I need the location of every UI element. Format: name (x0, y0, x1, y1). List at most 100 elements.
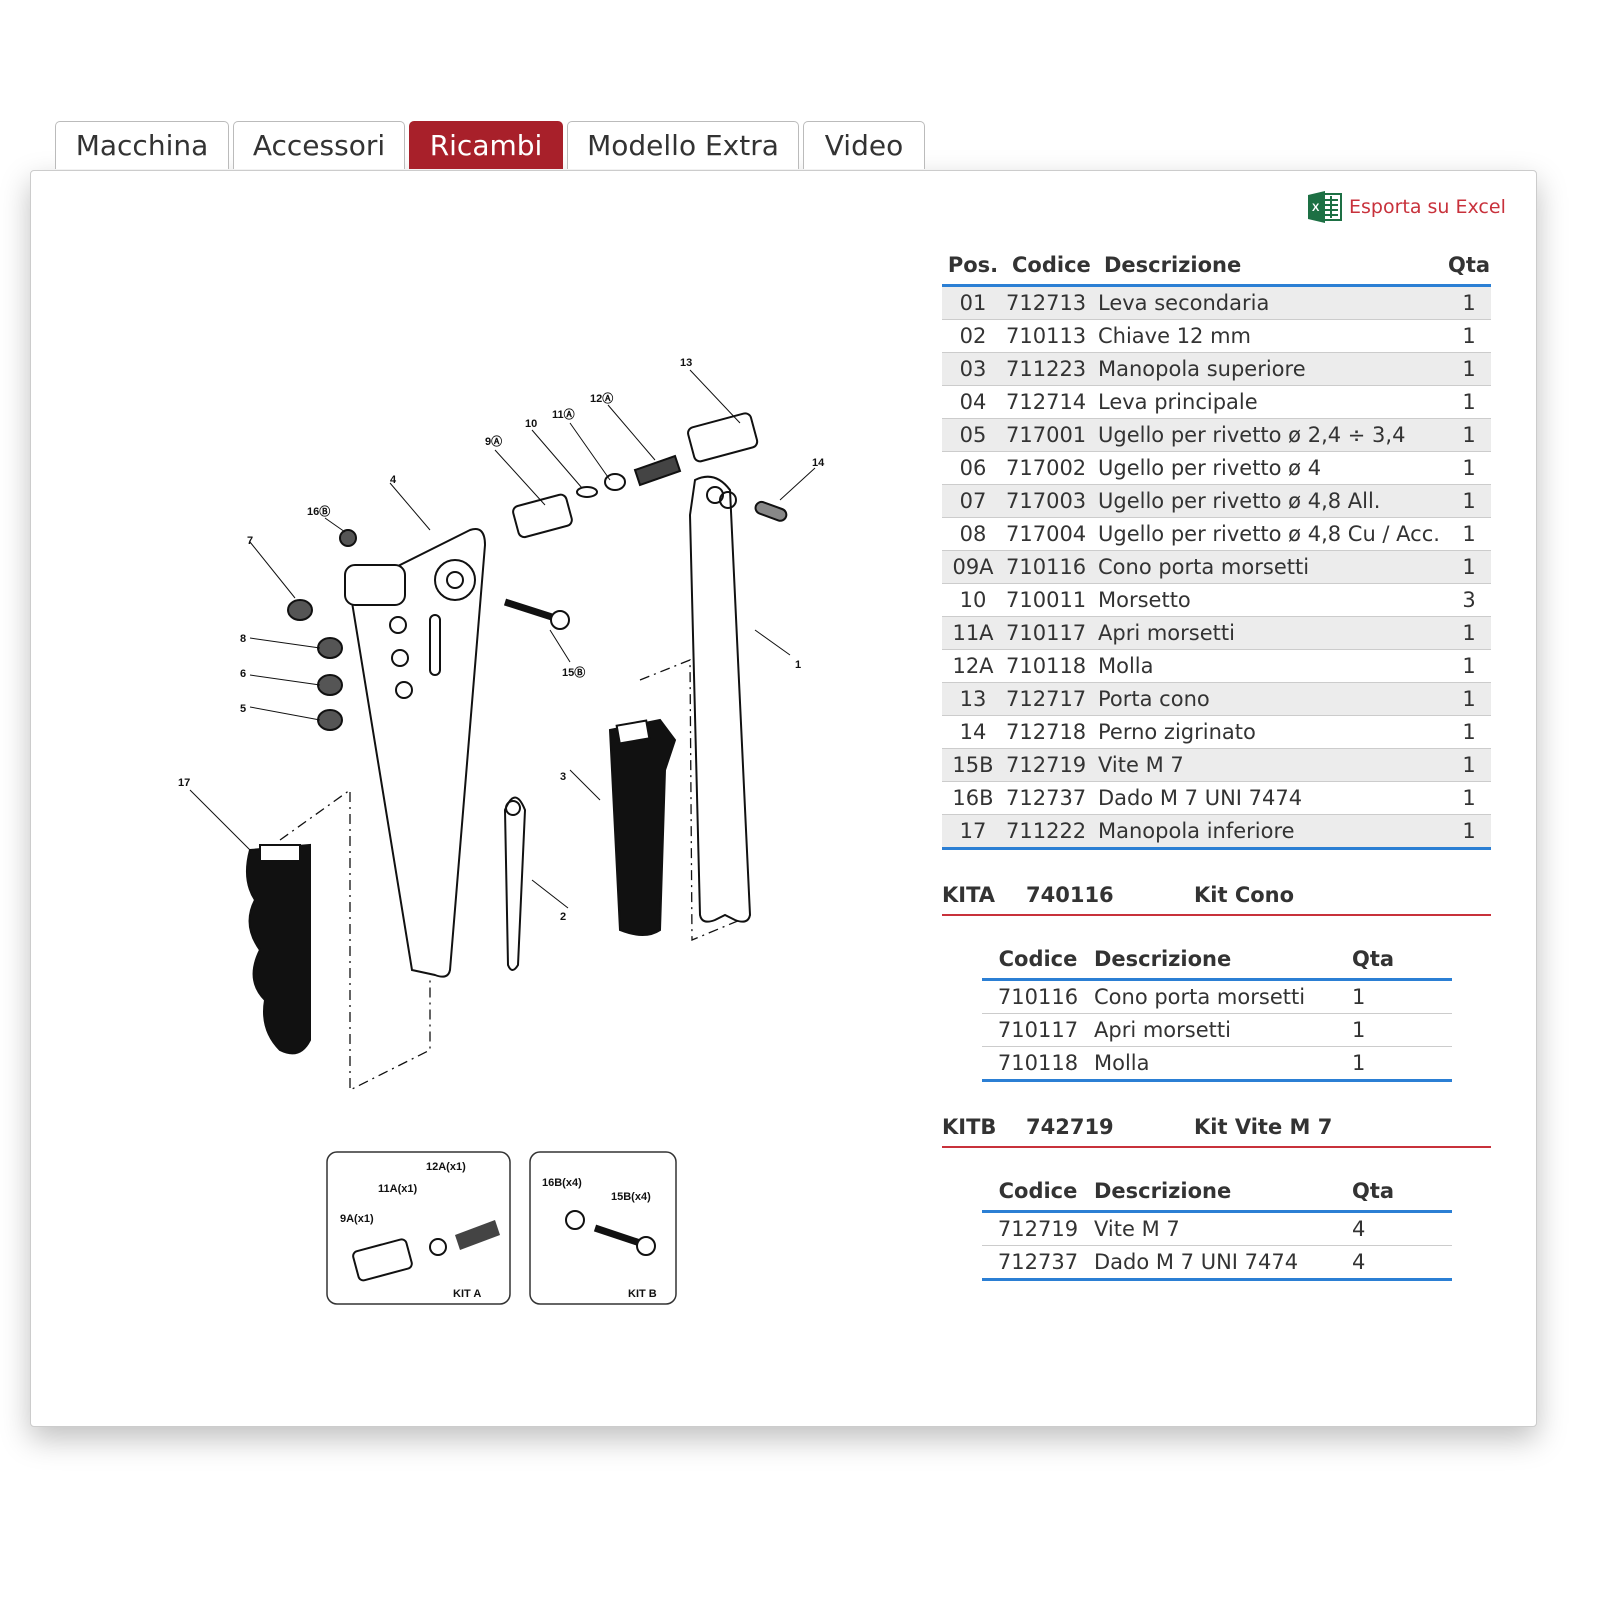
code-cell: 712718 (1006, 720, 1087, 744)
tab-video[interactable]: Video (803, 121, 925, 169)
kit-b-table-header: Codice Descrizione Qta (982, 1172, 1452, 1213)
callout-17: 17 (178, 777, 190, 789)
desc-cell: Manopola inferiore (1098, 819, 1295, 843)
code-cell: 712719 (1006, 753, 1087, 777)
callout-2: 2 (560, 911, 566, 923)
pos-cell: 01 (959, 291, 987, 315)
tab-modello-extra[interactable]: Modello Extra (567, 121, 799, 169)
kit-b-code: 742719 (1026, 1115, 1114, 1139)
pos-cell: 15B (952, 753, 994, 777)
kit-a-table-header: Codice Descrizione Qta (982, 940, 1452, 981)
code-cell: 712714 (1006, 390, 1087, 414)
diagram-callouts: 1 2 3 4 5 6 7 8 9Ⓐ 10 11Ⓐ 12Ⓐ 13 14 15Ⓑ … (178, 357, 825, 923)
desc-cell: Molla (1098, 654, 1154, 678)
callout-5: 5 (240, 703, 246, 715)
kit-b-label-16b: 16B(x4) (542, 1177, 582, 1189)
desc-cell: Molla (1094, 1051, 1150, 1075)
kit-a-label-11a: 11A(x1) (378, 1183, 417, 1195)
desc-cell: Vite M 7 (1098, 753, 1184, 777)
header-qty: Qta (1447, 253, 1491, 277)
code-cell: 717002 (1006, 456, 1087, 480)
code-cell: 712713 (1006, 291, 1087, 315)
qty-cell: 1 (1352, 1051, 1366, 1075)
qty-cell: 1 (1462, 753, 1476, 777)
code-cell: 710118 (997, 1051, 1079, 1075)
desc-cell: Ugello per rivetto ø 4,8 Cu / Acc. (1098, 522, 1440, 546)
desc-cell: Ugello per rivetto ø 2,4 ÷ 3,4 (1098, 423, 1406, 447)
qty-cell: 1 (1462, 291, 1476, 315)
code-cell: 711223 (1006, 357, 1087, 381)
desc-cell: Chiave 12 mm (1098, 324, 1252, 348)
callout-8: 8 (240, 633, 246, 645)
code-cell: 717004 (1006, 522, 1087, 546)
pos-cell: 10 (959, 588, 987, 612)
header-code: Codice (998, 947, 1078, 971)
desc-cell: Apri morsetti (1094, 1018, 1231, 1042)
tab-ricambi[interactable]: Ricambi (409, 121, 563, 169)
callout-3: 3 (560, 771, 566, 783)
qty-cell: 1 (1462, 522, 1476, 546)
header-desc: Descrizione (1094, 947, 1232, 971)
pos-cell: 03 (959, 357, 987, 381)
kit-b-id: KITB (942, 1115, 997, 1139)
code-cell: 717003 (1006, 489, 1087, 513)
tab-macchina[interactable]: Macchina (55, 121, 229, 169)
desc-cell: Manopola superiore (1098, 357, 1306, 381)
kit-a-header: KITA 740116 Kit Cono (942, 876, 1491, 916)
pos-cell: 12A (952, 654, 994, 678)
table-row: 01 712713 Leva secondaria 1 (942, 287, 1491, 320)
exploded-parts-diagram: 1 2 3 4 5 6 7 8 9Ⓐ 10 11Ⓐ 12Ⓐ 13 14 15Ⓑ … (178, 357, 825, 1305)
qty-cell: 1 (1462, 720, 1476, 744)
pos-cell: 13 (959, 687, 987, 711)
pos-cell: 04 (959, 390, 987, 414)
code-cell: 717001 (1006, 423, 1087, 447)
kit-a-box: 9A(x1) 11A(x1) 12A(x1) KIT A (326, 1151, 511, 1305)
qty-cell: 4 (1352, 1250, 1366, 1274)
desc-cell: Leva secondaria (1098, 291, 1270, 315)
kit-a-label-9a: 9A(x1) (340, 1213, 374, 1225)
pos-cell: 06 (959, 456, 987, 480)
desc-cell: Perno zigrinato (1098, 720, 1256, 744)
callout-4: 4 (390, 474, 397, 486)
pos-cell: 05 (959, 423, 987, 447)
desc-cell: Ugello per rivetto ø 4,8 All. (1098, 489, 1381, 513)
callout-14: 14 (812, 457, 825, 469)
kit-a-id: KITA (942, 883, 996, 907)
tab-accessori[interactable]: Accessori (233, 121, 405, 169)
export-excel-link[interactable]: X Esporta su Excel (1307, 190, 1506, 223)
pos-cell: 17 (959, 819, 987, 843)
qty-cell: 1 (1352, 1018, 1366, 1042)
qty-cell: 1 (1462, 687, 1476, 711)
qty-cell: 4 (1352, 1217, 1366, 1241)
pos-cell: 14 (959, 720, 987, 744)
desc-cell: Leva principale (1098, 390, 1258, 414)
callout-7: 7 (247, 535, 253, 547)
callout-15b: 15Ⓑ (562, 665, 585, 679)
kit-b-title: KIT B (628, 1288, 657, 1300)
callout-6: 6 (240, 668, 246, 680)
code-cell: 711222 (1006, 819, 1087, 843)
kit-b-label-15b: 15B(x4) (611, 1191, 651, 1203)
header-desc: Descrizione (1104, 253, 1242, 277)
kit-a-code: 740116 (1026, 883, 1114, 907)
code-cell: 710117 (1006, 621, 1087, 645)
code-cell: 712717 (1006, 687, 1087, 711)
header-qty: Qta (1352, 1179, 1395, 1203)
callout-10: 10 (525, 418, 537, 430)
pos-cell: 02 (959, 324, 987, 348)
desc-cell: Morsetto (1098, 588, 1191, 612)
